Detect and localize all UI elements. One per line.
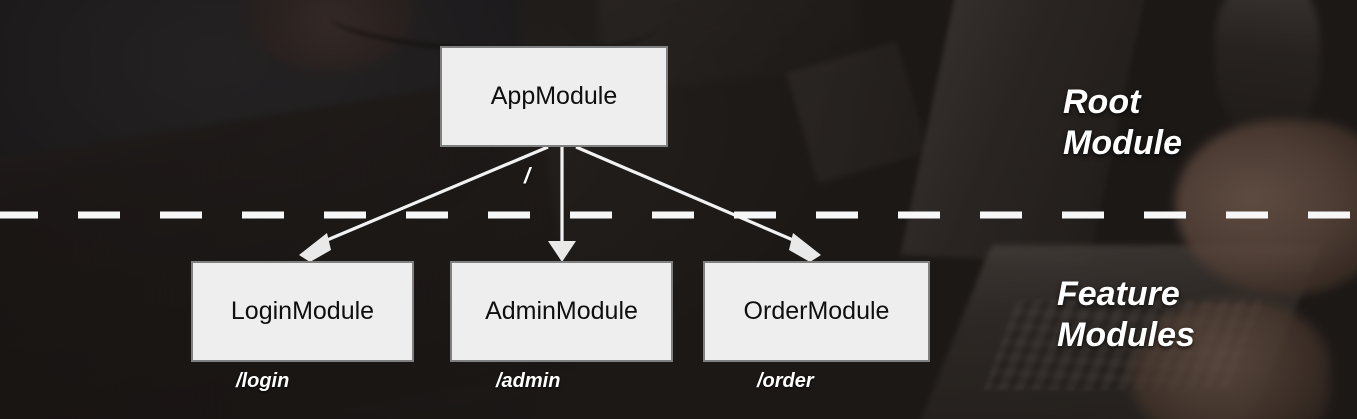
edge-app-to-order xyxy=(575,145,821,262)
tier-label-feature-modules: Feature Modules xyxy=(1057,275,1195,355)
node-login-module-label: LoginModule xyxy=(230,297,375,325)
tier-label-root-module: Root Module xyxy=(1063,83,1182,163)
route-label-admin: /admin xyxy=(496,370,561,392)
node-login-module[interactable]: LoginModule xyxy=(191,261,414,362)
node-app-module-label: AppModule xyxy=(490,82,618,110)
edge-app-to-admin xyxy=(548,147,576,262)
edge-app-to-login xyxy=(299,145,549,262)
node-app-module[interactable]: AppModule xyxy=(440,46,668,147)
route-label-order: /order xyxy=(757,370,814,392)
node-admin-module[interactable]: AdminModule xyxy=(450,261,673,362)
node-order-module-label: OrderModule xyxy=(743,297,890,325)
route-label-login: /login xyxy=(236,370,290,392)
route-label-root: / xyxy=(524,163,531,188)
node-admin-module-label: AdminModule xyxy=(485,297,638,325)
node-order-module[interactable]: OrderModule xyxy=(703,261,930,362)
